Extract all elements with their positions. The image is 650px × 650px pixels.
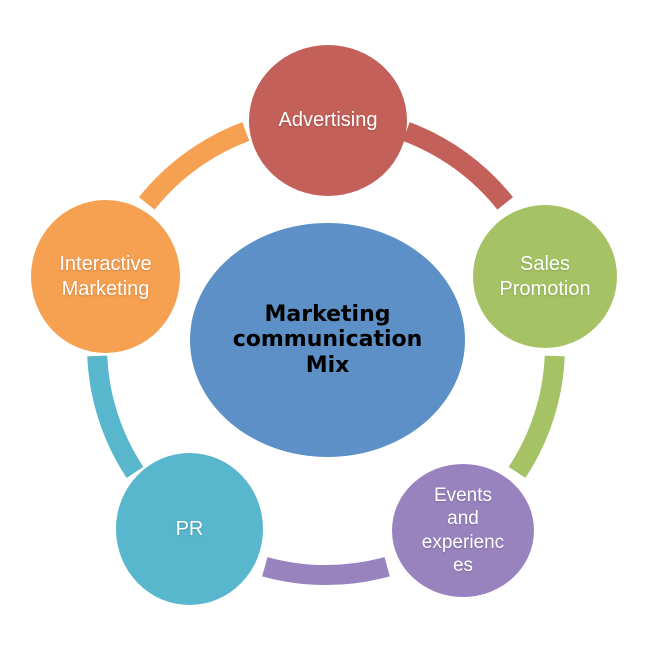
node-advertising: Advertising xyxy=(249,45,407,196)
arc-interactive-to-advertising xyxy=(138,122,250,210)
node-interactive-marketing: Interactive Marketing xyxy=(31,200,180,353)
node-pr-label: PR xyxy=(175,517,204,540)
arc-pr-to-interactive xyxy=(87,355,144,478)
arc-advertising-to-sales xyxy=(402,122,514,210)
node-interactive-marketing-label: Interactive Marketing xyxy=(59,253,152,300)
node-events-and-experiences: Events and experienc es xyxy=(392,464,534,597)
node-sales-promotion: Sales Promotion xyxy=(473,205,617,348)
arc-events-to-pr xyxy=(262,557,390,586)
node-events-and-experiences-label: Events and experienc es xyxy=(421,485,505,576)
node-pr: PR xyxy=(116,453,263,605)
center-node-label: Marketing communication Mix xyxy=(232,302,423,378)
node-advertising-label: Advertising xyxy=(278,109,378,132)
center-node-marketing-communication-mix: Marketing communication Mix xyxy=(190,223,465,457)
node-sales-promotion-label: Sales Promotion xyxy=(499,253,591,300)
arc-sales-to-events xyxy=(508,355,565,478)
